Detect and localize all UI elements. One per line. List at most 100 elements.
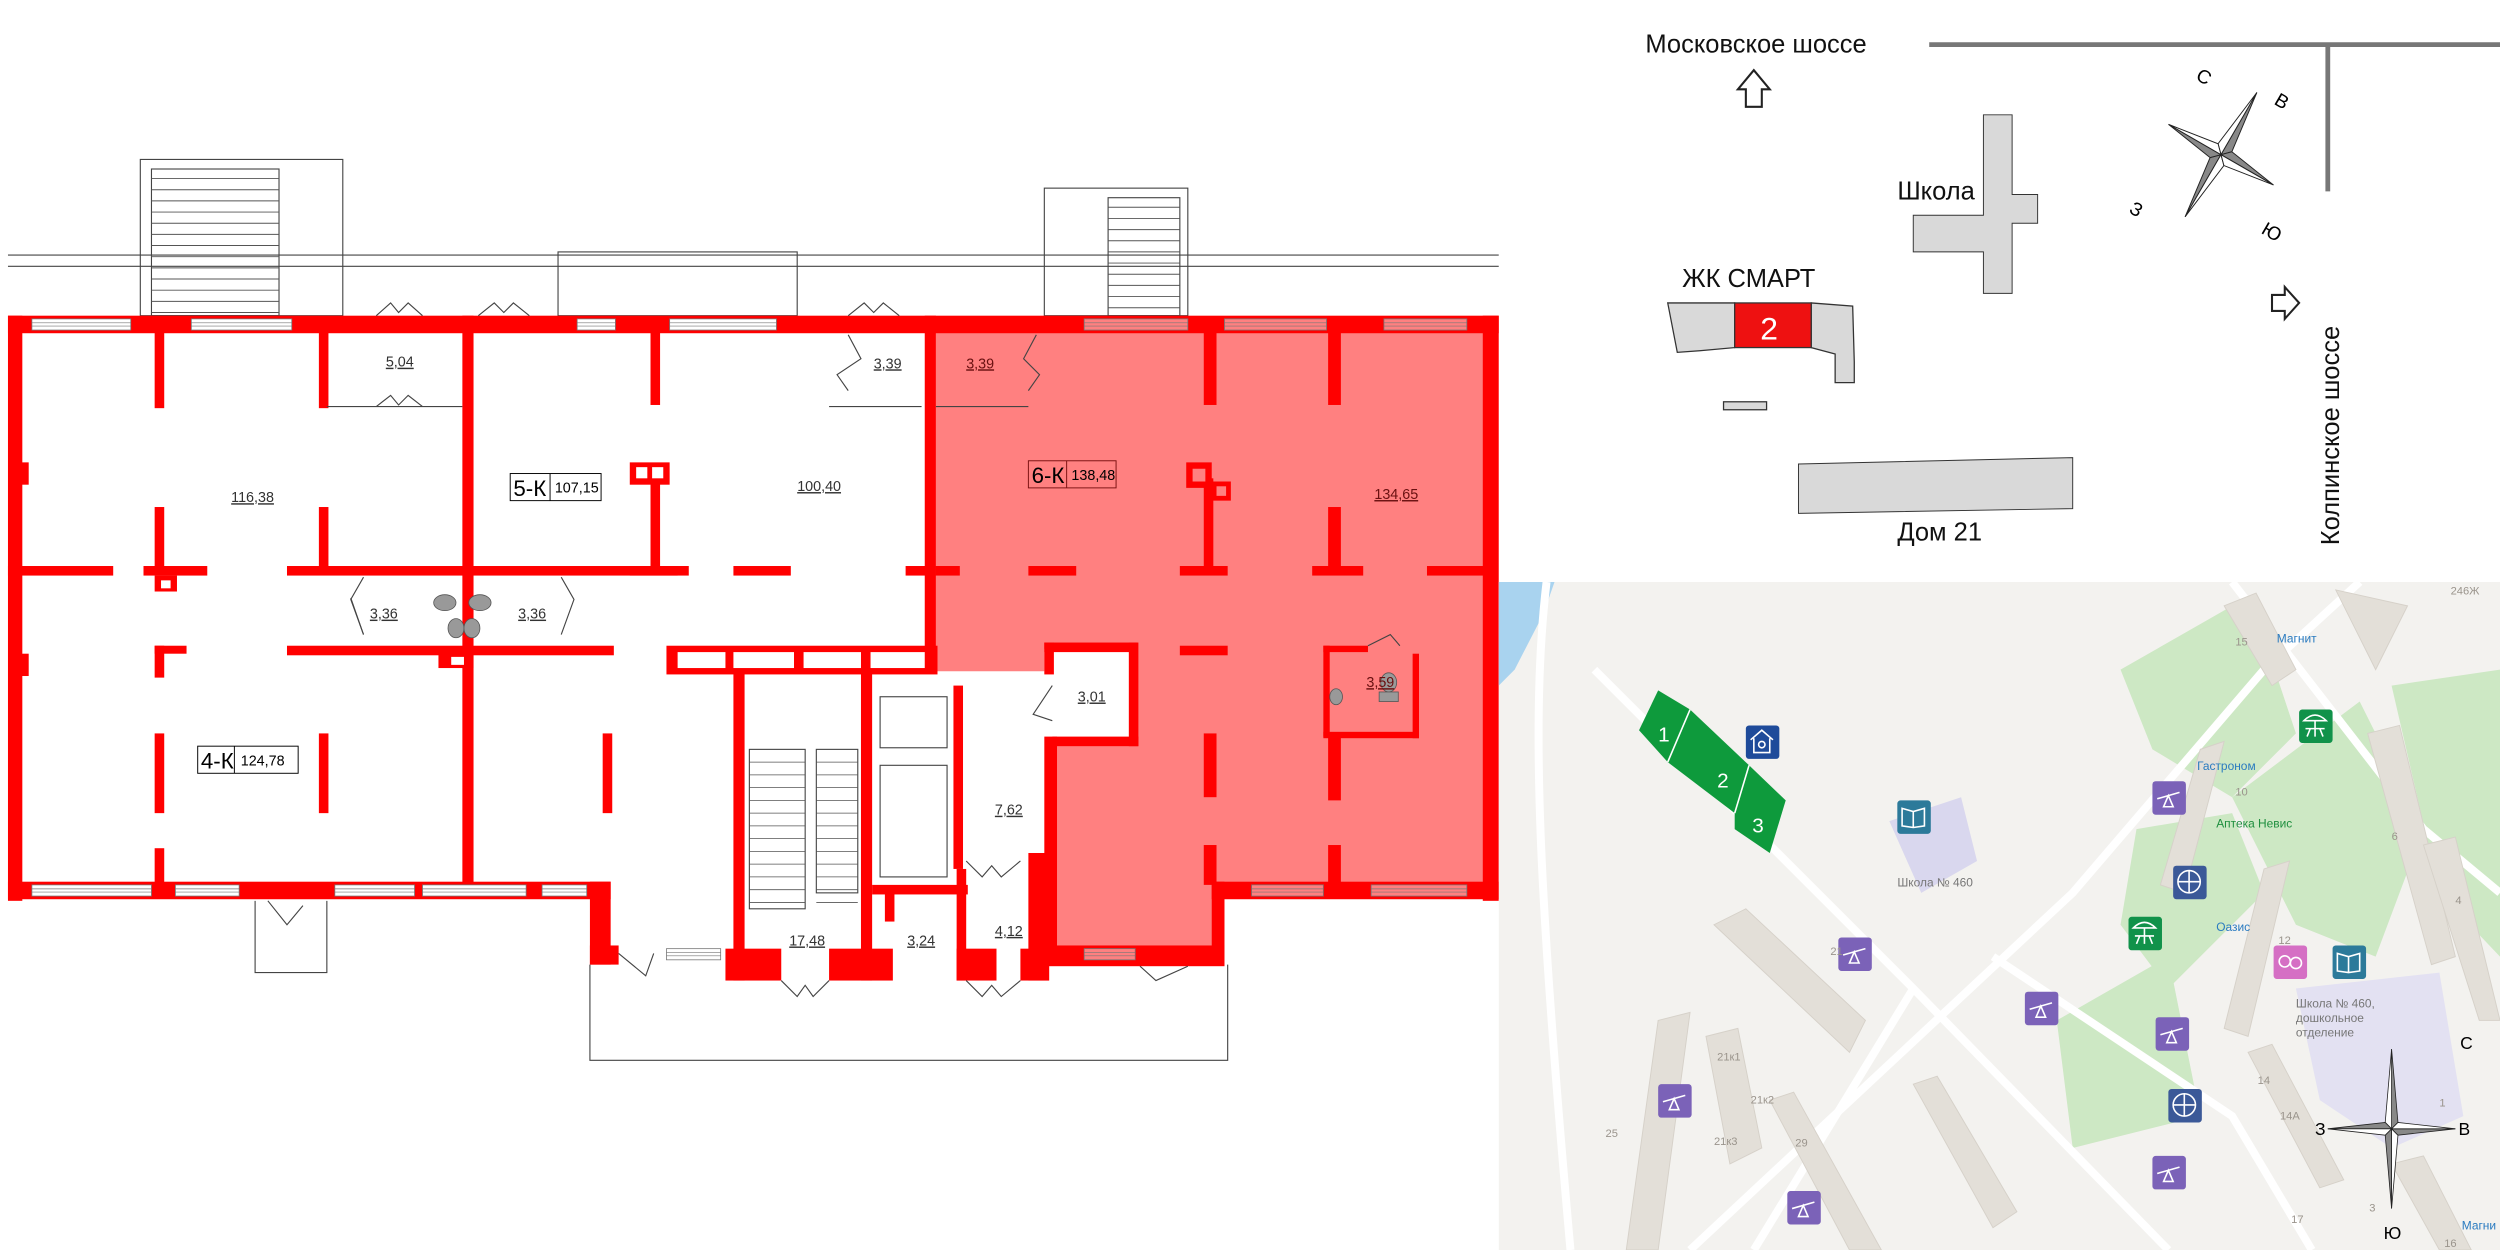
window [576,318,616,331]
poi-label: Магни [2462,1218,2496,1232]
window [174,884,240,897]
house-number: 29 [1795,1137,1807,1149]
school-building [1912,114,2039,294]
site-schematic: Московское шоссе Школа С В З Ю ЖК СМАРТ … [1645,31,2500,546]
basketball-icon[interactable] [2168,1088,2202,1123]
complex-buildings-map[interactable]: 1 2 3 [1639,690,1786,853]
complex-label: ЖК СМАРТ [1682,265,1815,293]
room-area: 3,59 [1366,675,1394,691]
poi-label: дошкольное [2296,1011,2364,1025]
house-number: 25 [1606,1128,1618,1140]
arrow-right-icon [2270,284,2301,322]
window [669,318,777,331]
house-number: 3 [2369,1203,2375,1215]
poi-label: Гастроном [2197,759,2256,773]
room-area: 3,39 [966,356,994,372]
basketball-icon[interactable] [2173,865,2207,900]
playground-icon[interactable] [1838,937,1872,971]
playground-icon[interactable] [2152,781,2186,815]
unit-label-4k[interactable]: 4-К 124,78 [197,745,299,774]
window [541,884,588,897]
location-map: 1 2 3 Магнит Гастроном Аптека Невис Оази… [1498,581,2500,1250]
picnic-icon[interactable] [2299,709,2333,743]
playground-icon[interactable] [2152,1155,2186,1190]
picnic-icon[interactable] [2128,916,2162,951]
room-area: 17,48 [789,933,825,949]
window [1251,884,1324,897]
room-area: 4,12 [995,924,1023,940]
building-number: 2 [1760,311,1778,347]
house-number: 14А [2280,1110,2300,1122]
road-label-north: Московское шоссе [1645,31,1866,59]
house-number: 1 [2439,1098,2445,1110]
building-2-highlight[interactable] [1734,302,1812,349]
playground-icon[interactable] [1787,1191,1821,1225]
doors [267,302,1401,998]
house-number: 14 [2258,1075,2270,1087]
house-number: 21 [1830,946,1842,958]
house-number: 6 [2392,831,2398,843]
window [1083,948,1136,961]
window [1083,318,1189,331]
map-buildings [1625,589,2500,1250]
school-icon[interactable] [2332,945,2367,979]
house-number: 4 [2455,895,2461,907]
canopy [557,251,798,317]
school-icon[interactable] [1897,800,1931,834]
window [1383,318,1468,331]
unit-label-6k[interactable]: 6-К 138,48 [1027,460,1117,489]
house-number: 21к2 [1751,1094,1775,1106]
house-number: 21к3 [1714,1136,1738,1148]
complex-building-number: 2 [1717,770,1729,793]
road-label-east: Колпинское шоссе [2317,326,2345,545]
window [1224,318,1327,331]
poi-label: Аптека Невис [2216,816,2292,830]
poi-label: Школа № 460, [2296,997,2375,1011]
house-21-building [1797,457,2074,514]
window [31,318,132,331]
window [666,948,722,961]
compass-n: С [2192,65,2215,90]
unit-label-5k[interactable]: 5-К 107,15 [509,473,602,502]
compass-w: З [2125,198,2146,222]
poi-label: отделение [2296,1025,2355,1039]
playground-icon[interactable] [2024,991,2059,1026]
map-compass-s: Ю [2384,1223,2402,1243]
house-number: 16 [2444,1238,2456,1250]
map-compass-e: В [2459,1119,2471,1139]
house-number: 17 [2291,1214,2303,1226]
complex-building-number: 1 [1658,723,1670,746]
compass-rose-icon [2168,92,2274,218]
map-compass-w: З [2315,1119,2326,1139]
room-area: 5,04 [386,355,414,371]
children-icon[interactable] [2273,945,2308,979]
room-area: 7,62 [995,803,1023,819]
window [422,884,527,897]
room-area: 100,40 [797,479,841,495]
core-stair [748,696,948,910]
room-area: 3,01 [1078,690,1106,706]
complex-building-number: 3 [1752,814,1764,837]
kindergarten-icon[interactable] [1745,725,1780,759]
room-area: 116,38 [231,490,274,506]
compass-s: Ю [2258,219,2285,247]
house-number: 246Ж [2451,586,2481,598]
playground-icon[interactable] [1658,1084,1692,1118]
room-area: 134,65 [1374,487,1418,503]
unit-code: 4-К [201,748,234,773]
house-number: 10 [2235,787,2247,799]
unit-area: 138,48 [1071,468,1115,484]
window [31,884,152,897]
stair-left [139,158,344,317]
floor-plan: 4-К 124,78 5-К 107,15 6-К 138,48 116,38 … [7,158,1499,1061]
window [1370,884,1468,897]
outlines [254,406,1229,1061]
unit-code: 6-К [1032,463,1065,488]
small-structure [1722,401,1768,411]
room-area: 3,24 [907,933,935,949]
complex-building [1666,302,1855,384]
compass-e: В [2271,90,2293,115]
room-area: 3,39 [874,356,902,372]
shafts [161,467,1227,669]
playground-icon[interactable] [2155,1017,2190,1051]
